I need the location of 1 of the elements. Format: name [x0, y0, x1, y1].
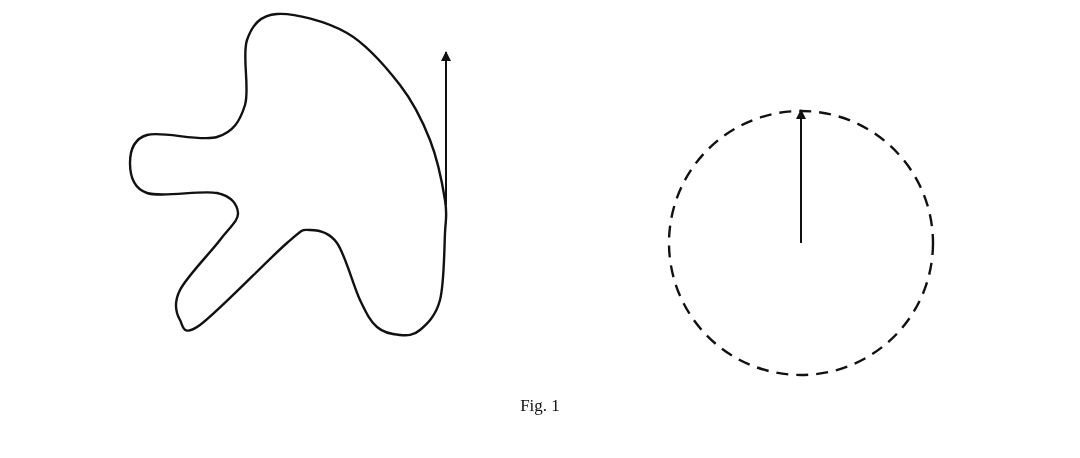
figure-caption: Fig. 1 [520, 396, 560, 415]
